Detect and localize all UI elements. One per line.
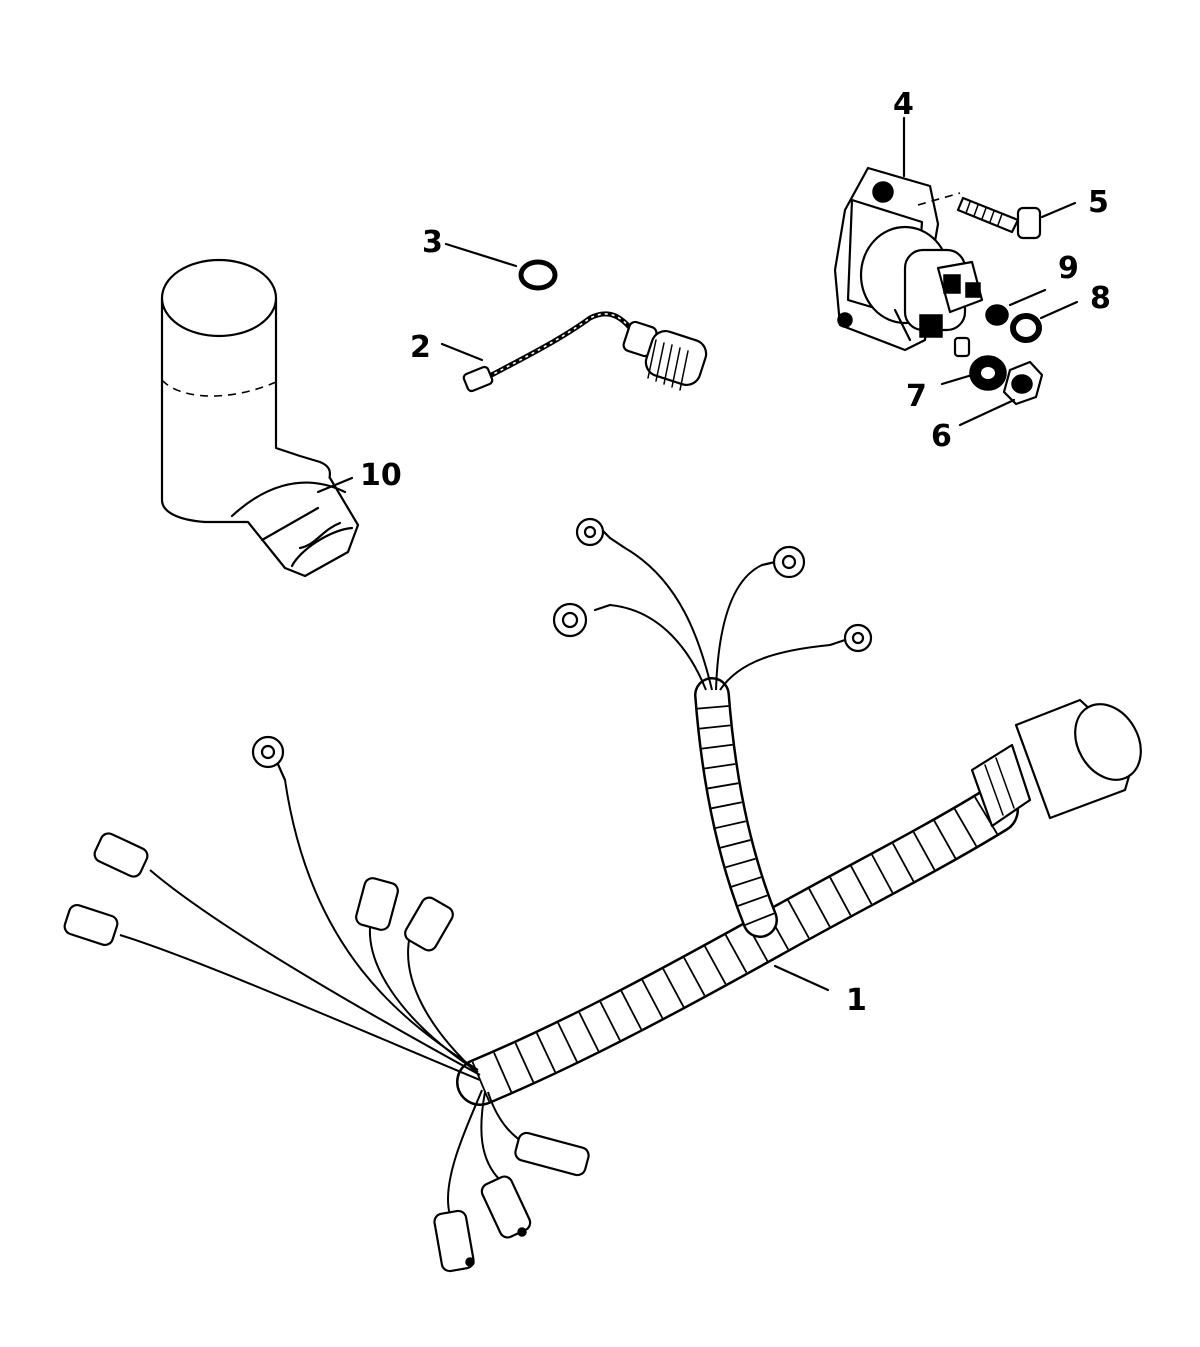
callout-1: 1 xyxy=(846,983,867,1018)
part-6-nut xyxy=(958,360,1044,427)
part-8-nut xyxy=(1010,300,1079,343)
callout-2: 2 xyxy=(410,330,431,365)
leader-line-3 xyxy=(444,242,518,268)
part-9-washer xyxy=(985,288,1047,326)
leader-line-10 xyxy=(316,476,354,494)
part-3-oring xyxy=(518,259,558,291)
part-10-boot xyxy=(160,258,360,578)
part-2-sensor xyxy=(462,311,708,393)
callout-7: 7 xyxy=(906,379,927,414)
callout-6: 6 xyxy=(931,419,952,454)
part-5-screw xyxy=(917,192,1077,240)
part-4-solenoid xyxy=(833,116,984,358)
leader-line-1 xyxy=(773,964,830,992)
callout-4: 4 xyxy=(893,87,914,122)
callout-10: 10 xyxy=(360,458,402,493)
callout-8: 8 xyxy=(1090,281,1111,316)
part-1-harness xyxy=(63,517,1142,1273)
callout-5: 5 xyxy=(1088,185,1109,220)
callout-9: 9 xyxy=(1058,251,1079,286)
part-7-washer xyxy=(940,355,1007,391)
leader-line-2 xyxy=(440,342,484,362)
callout-3: 3 xyxy=(422,225,443,260)
leader-line-5 xyxy=(1040,201,1077,219)
